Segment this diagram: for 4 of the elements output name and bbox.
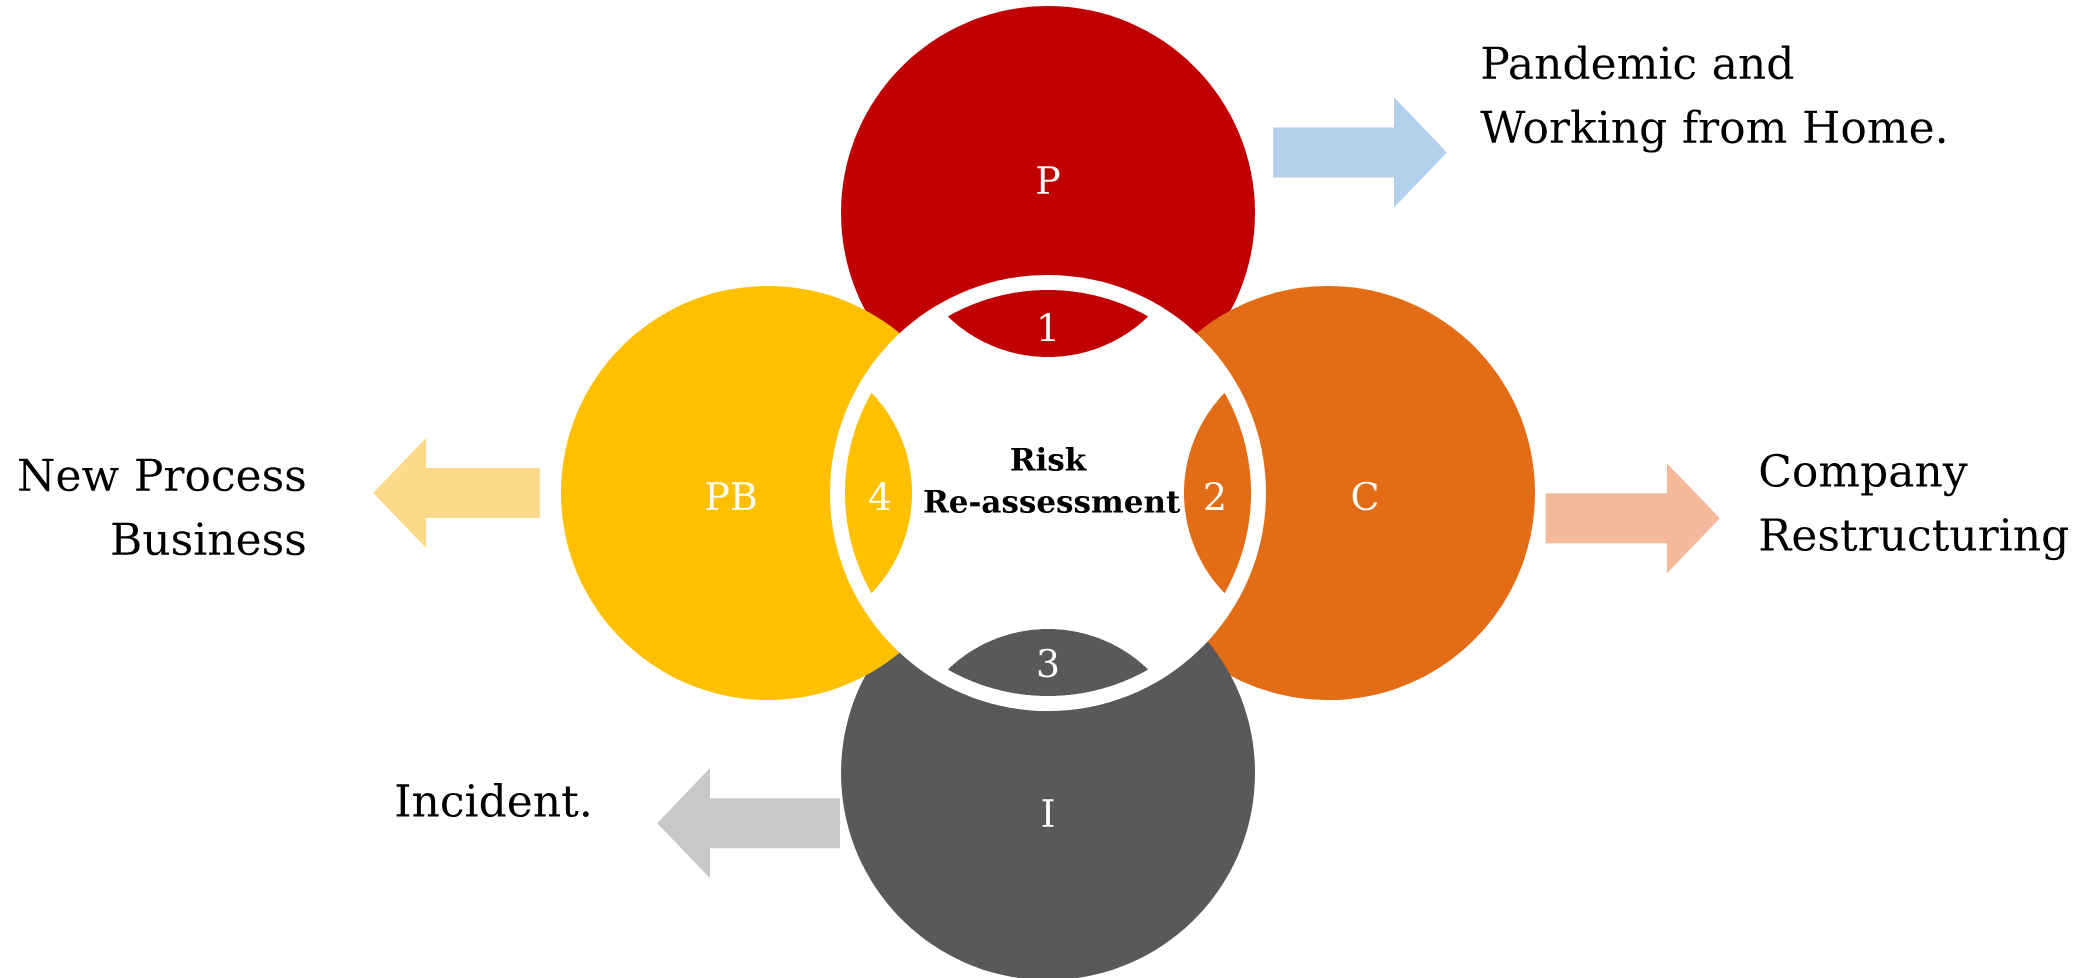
side-text: Incident.: [396, 783, 589, 818]
side-text: Company Restructuring: [1760, 453, 2068, 561]
side-text: Pandemic and Working from Home.: [1480, 45, 1945, 153]
side-text: New Process Business: [19, 458, 305, 556]
